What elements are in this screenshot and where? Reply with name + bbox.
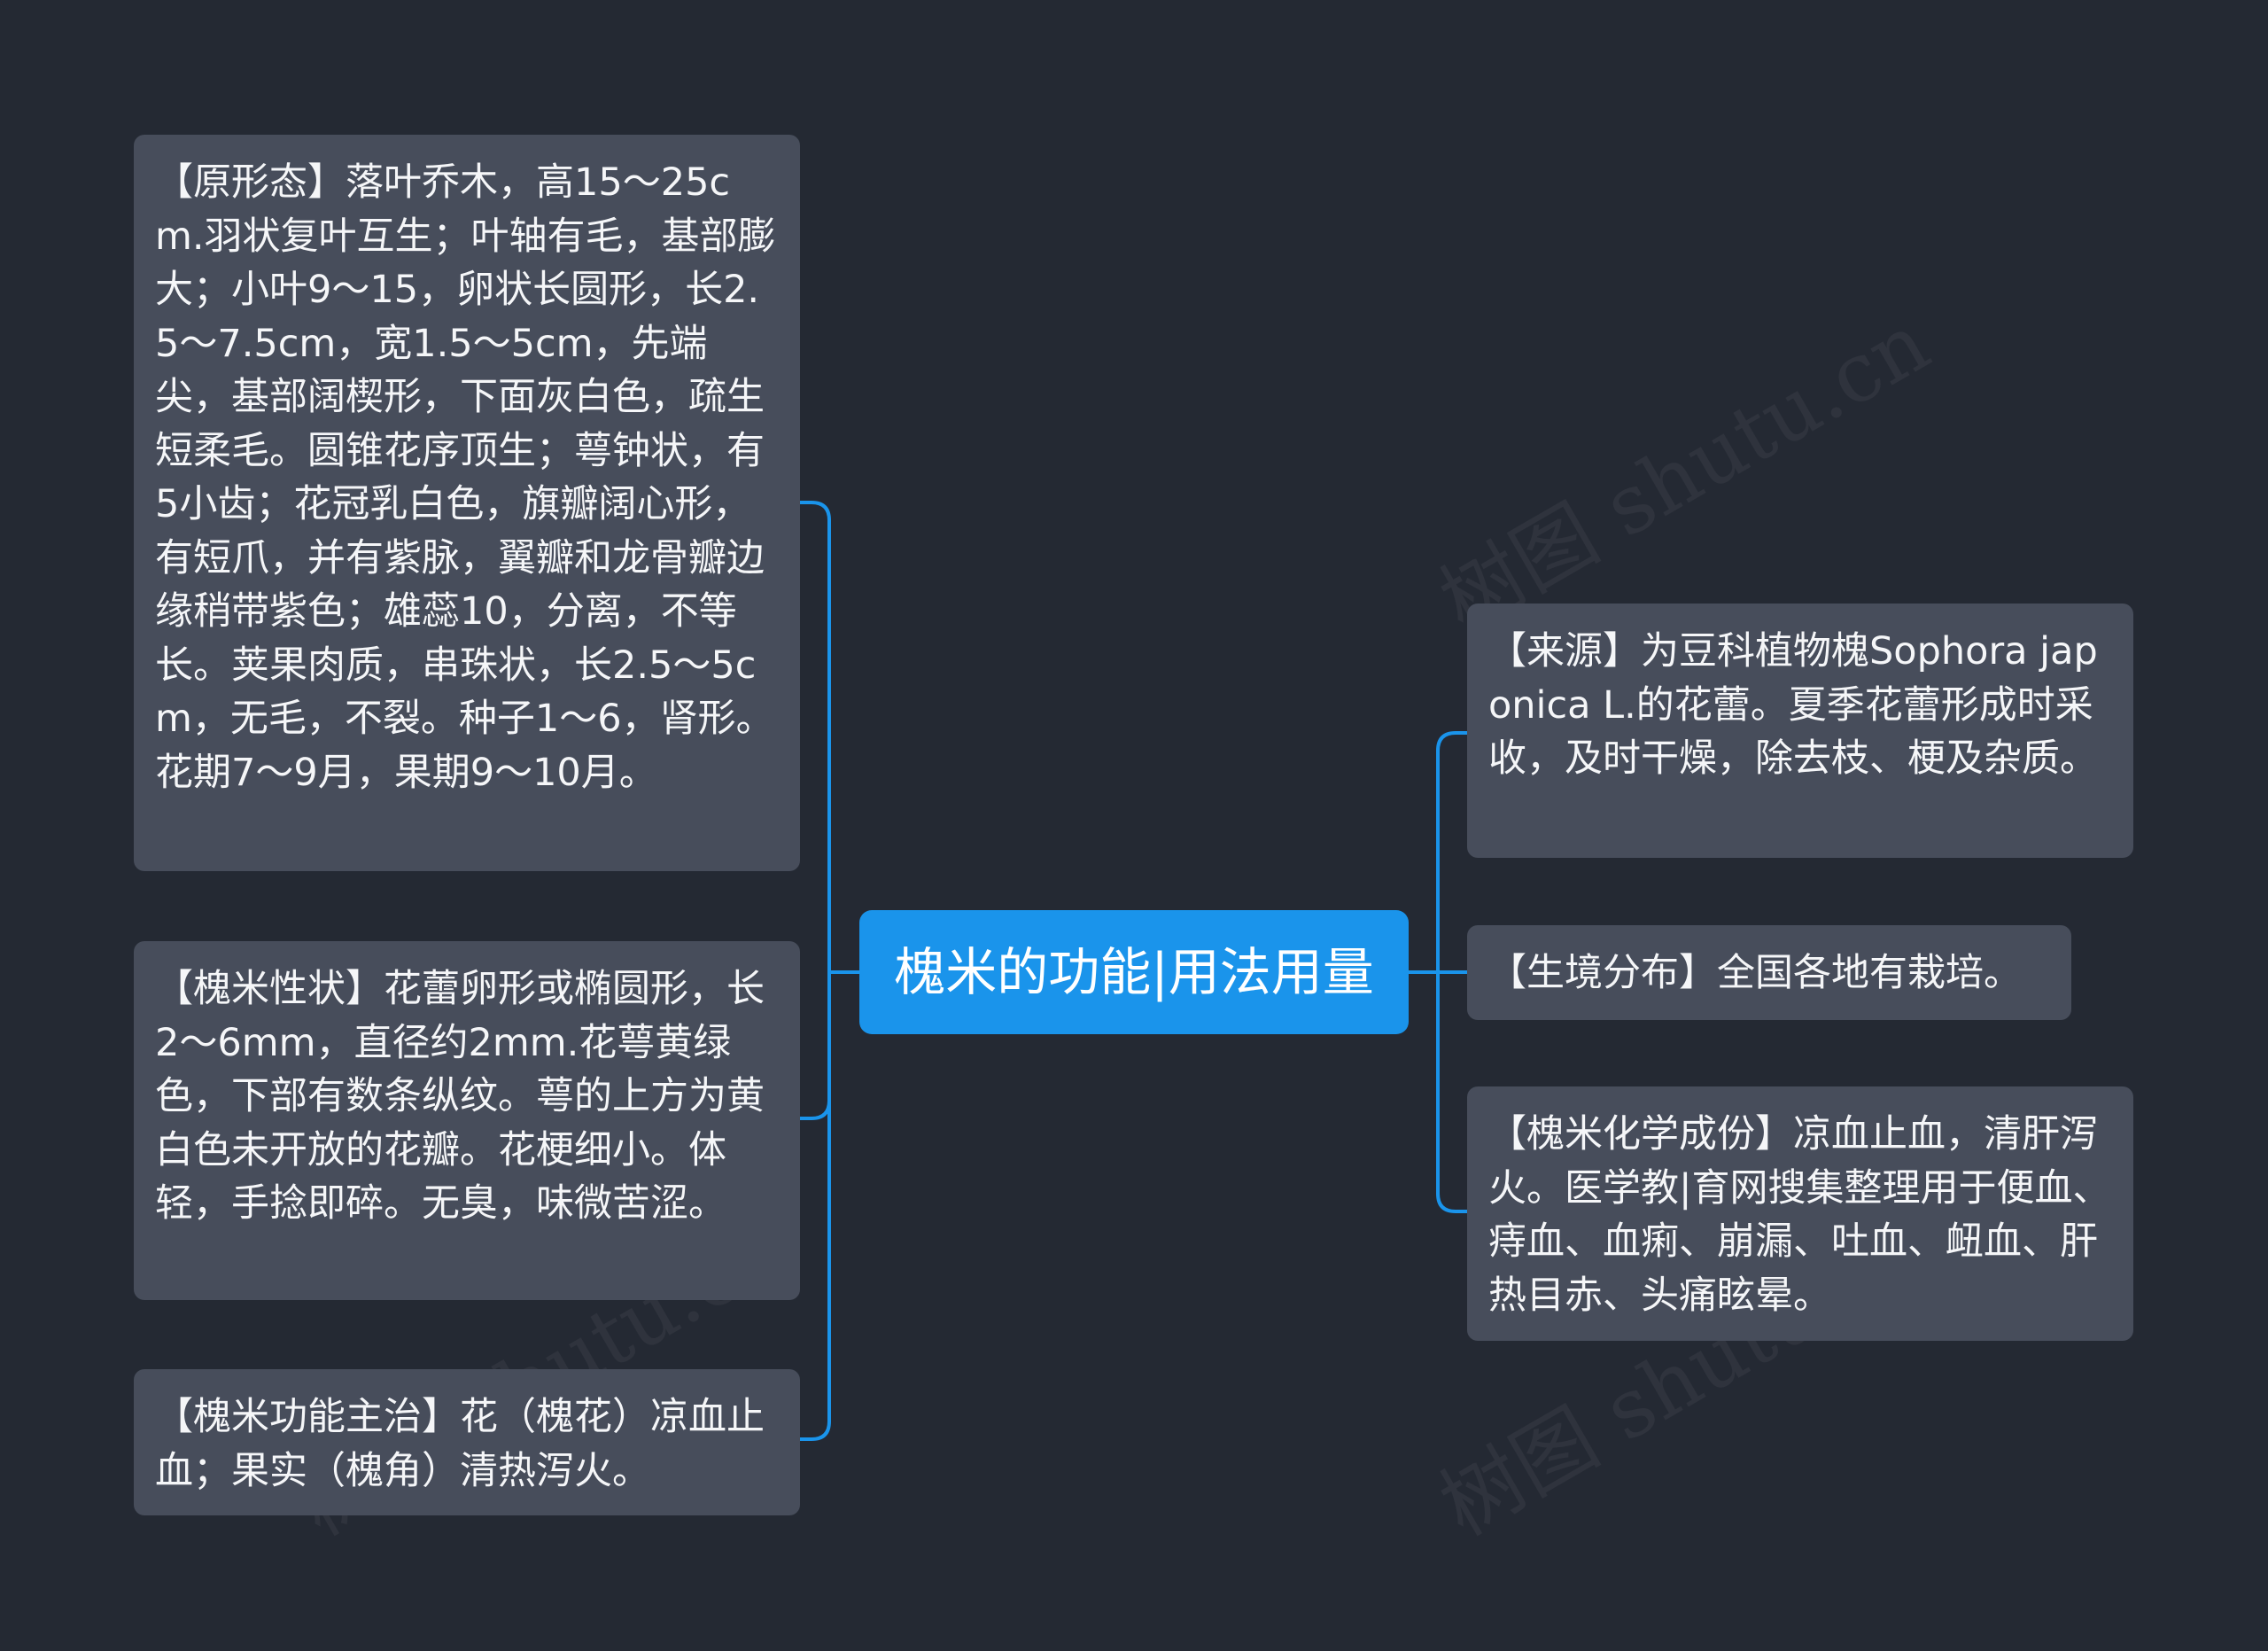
connector-left-branch-1	[798, 501, 831, 522]
right-node-chemistry-text: 【槐米化学成份】凉血止血，清肝泻火。医学教|育网搜集整理用于便血、痔血、血痢、崩…	[1488, 1112, 2111, 1318]
left-node-morphology-text: 【原形态】落叶乔木，高15～25cm.羽状复叶互生；叶轴有毛，基部膨大；小叶9～…	[155, 160, 776, 795]
center-topic-title: 槐米的功能|用法用量	[894, 942, 1374, 1002]
connector-left-branch-2	[798, 1099, 831, 1120]
right-node-source-text: 【来源】为豆科植物槐Sophora japonica L.的花蕾。夏季花蕾形成时…	[1488, 629, 2098, 781]
left-node-characteristics-text: 【槐米性状】花蕾卵形或椭圆形，长2～6mm，直径约2mm.花萼黄绿色，下部有数条…	[155, 967, 765, 1226]
left-node-functions[interactable]: 【槐米功能主治】花（槐花）凉血止血；果实（槐角）清热泻火。	[134, 1369, 800, 1515]
left-node-morphology[interactable]: 【原形态】落叶乔木，高15～25cm.羽状复叶互生；叶轴有毛，基部膨大；小叶9～…	[134, 135, 800, 871]
connector-left-branch-3	[798, 1420, 831, 1441]
left-node-characteristics[interactable]: 【槐米性状】花蕾卵形或椭圆形，长2～6mm，直径约2mm.花萼黄绿色，下部有数条…	[134, 941, 800, 1300]
right-node-habitat[interactable]: 【生境分布】全国各地有栽培。	[1467, 925, 2071, 1020]
left-node-functions-text: 【槐米功能主治】花（槐花）凉血止血；果实（槐角）清热泻火。	[155, 1395, 765, 1493]
center-topic[interactable]: 槐米的功能|用法用量	[859, 910, 1409, 1034]
right-node-source[interactable]: 【来源】为豆科植物槐Sophora japonica L.的花蕾。夏季花蕾形成时…	[1467, 604, 2133, 858]
right-node-habitat-text: 【生境分布】全国各地有栽培。	[1488, 951, 2022, 995]
connector-right-branch-1	[1436, 731, 1469, 752]
connector-right-branch-3	[1436, 1192, 1469, 1213]
right-node-chemistry[interactable]: 【槐米化学成份】凉血止血，清肝泻火。医学教|育网搜集整理用于便血、痔血、血痢、崩…	[1467, 1086, 2133, 1341]
